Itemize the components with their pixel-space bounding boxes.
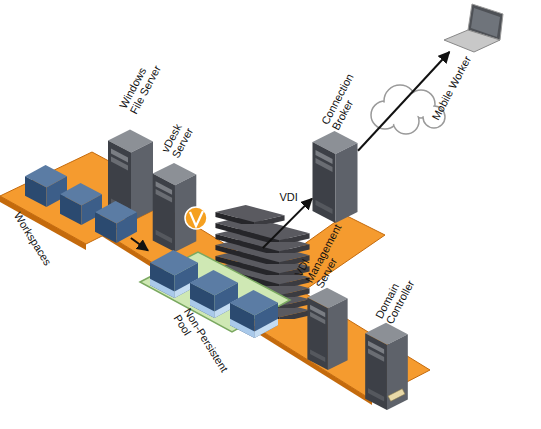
arrow-connector bbox=[263, 199, 312, 248]
management-server-icon bbox=[307, 288, 347, 370]
workspace-group: Workspaces bbox=[8, 168, 158, 238]
laptop-node: Mobile Worker bbox=[440, 2, 505, 52]
arrow-connector bbox=[131, 238, 148, 251]
pool-group: Non-Persistent Pool bbox=[148, 248, 278, 348]
cloud-fill bbox=[395, 110, 418, 133]
server-node: VDI Management Server bbox=[305, 285, 350, 370]
workspace-cube bbox=[95, 201, 137, 243]
node-label: Workspaces bbox=[12, 210, 62, 280]
vdesk-logo-mark bbox=[190, 211, 203, 226]
server-node: vDesk Server bbox=[152, 160, 197, 252]
domain-controller-icon bbox=[365, 323, 408, 410]
node-label: vDesk Server bbox=[159, 115, 198, 160]
node-label: Connection Broker bbox=[319, 70, 367, 132]
broker-server-icon bbox=[313, 131, 358, 223]
server-node: Domain Controller bbox=[364, 320, 409, 410]
arrow-connector bbox=[358, 52, 449, 151]
laptop-base bbox=[444, 30, 500, 52]
node-label: Non-Persistent Pool bbox=[172, 306, 232, 381]
node-label: Windows File Server bbox=[117, 54, 165, 116]
vdesk-server-icon bbox=[153, 163, 197, 252]
edge-label: VDI bbox=[279, 191, 297, 203]
server-node: Connection Broker bbox=[312, 128, 358, 223]
badge bbox=[388, 389, 405, 402]
pool-cube bbox=[230, 290, 278, 338]
node-label: Domain Controller bbox=[373, 267, 420, 326]
rack-unit bbox=[240, 223, 309, 245]
server-node: Windows File Server bbox=[108, 120, 153, 228]
node-label: Mobile Worker bbox=[429, 46, 477, 122]
vdesk-logo bbox=[185, 207, 207, 229]
